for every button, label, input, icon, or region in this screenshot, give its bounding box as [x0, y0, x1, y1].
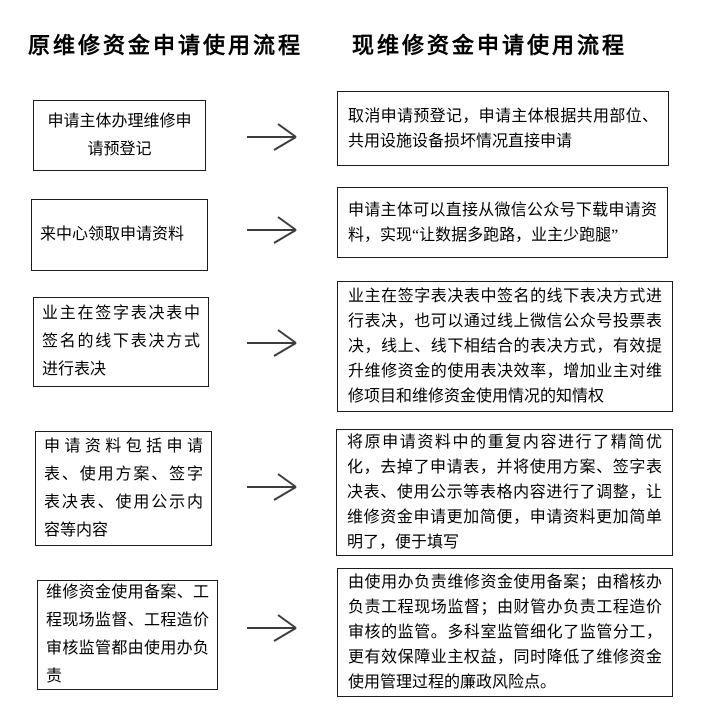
- new-step-2-text: 申请主体可以直接从微信公众号下载申请资料，实现“让数据多跑路，业主少跑腿”: [348, 201, 657, 244]
- old-step-3-text: 业主在签字表决表中签名的线下表决方式进行表决: [42, 305, 200, 378]
- old-step-5-box: 维修资金使用备案、工程现场监督、工程造价审核监管都由使用办负责: [37, 580, 218, 690]
- old-step-4-box: 申请资料包括申请表、使用方案、签字表决表、使用公示内容等内容: [35, 431, 212, 546]
- arrow-right-icon: [245, 323, 301, 363]
- arrow-right-icon: [245, 210, 301, 250]
- new-step-3-text: 业主在签字表决表中签名的线下表决方式进行表决，也可以通过线上微信公众号投票表决，…: [348, 288, 662, 405]
- old-process-column-header: 原维修资金申请使用流程: [28, 33, 304, 58]
- new-step-4-text: 将原申请资料中的重复内容进行了精简优化，去掉了申请表，并将使用方案、签字表决表、…: [347, 434, 662, 551]
- arrow-right-icon: [245, 117, 301, 157]
- new-step-4-box: 将原申请资料中的重复内容进行了精简优化，去掉了申请表，并将使用方案、签字表决表、…: [336, 429, 673, 556]
- old-step-5-text: 维修资金使用备案、工程现场监督、工程造价审核监管都由使用办负责: [46, 584, 209, 685]
- new-step-1-text: 取消申请预登记，申请主体根据共用部位、共用设施设备损坏情况直接申请: [348, 107, 658, 150]
- old-step-4-text: 申请资料包括申请表、使用方案、签字表决表、使用公示内容等内容: [44, 437, 203, 539]
- new-step-1-box: 取消申请预登记，申请主体根据共用部位、共用设施设备损坏情况直接申请: [337, 91, 669, 166]
- new-step-2-box: 申请主体可以直接从微信公众号下载申请资料，实现“让数据多跑路，业主少跑腿”: [337, 187, 668, 258]
- new-step-5-text: 由使用办负责维修资金使用备案；由稽核办负责工程现场监督；由财管办负责工程造价审核…: [348, 574, 662, 691]
- new-step-3-box: 业主在签字表决表中签名的线下表决方式进行表决，也可以通过线上微信公众号投票表决，…: [337, 281, 673, 412]
- old-step-2-text: 来中心领取申请资料: [40, 226, 185, 243]
- old-step-2-box: 来中心领取申请资料: [31, 199, 208, 271]
- old-step-3-box: 业主在签字表决表中签名的线下表决方式进行表决: [33, 297, 209, 387]
- arrow-right-icon: [245, 467, 301, 507]
- new-step-5-box: 由使用办负责维修资金使用备案；由稽核办负责工程现场监督；由财管办负责工程造价审核…: [337, 568, 673, 697]
- old-step-1-text: 申请主体办理维修申请预登记: [47, 112, 192, 158]
- old-step-1-box: 申请主体办理维修申请预登记: [33, 100, 206, 171]
- arrow-right-icon: [245, 608, 301, 648]
- new-process-column-header: 现维修资金申请使用流程: [352, 33, 628, 58]
